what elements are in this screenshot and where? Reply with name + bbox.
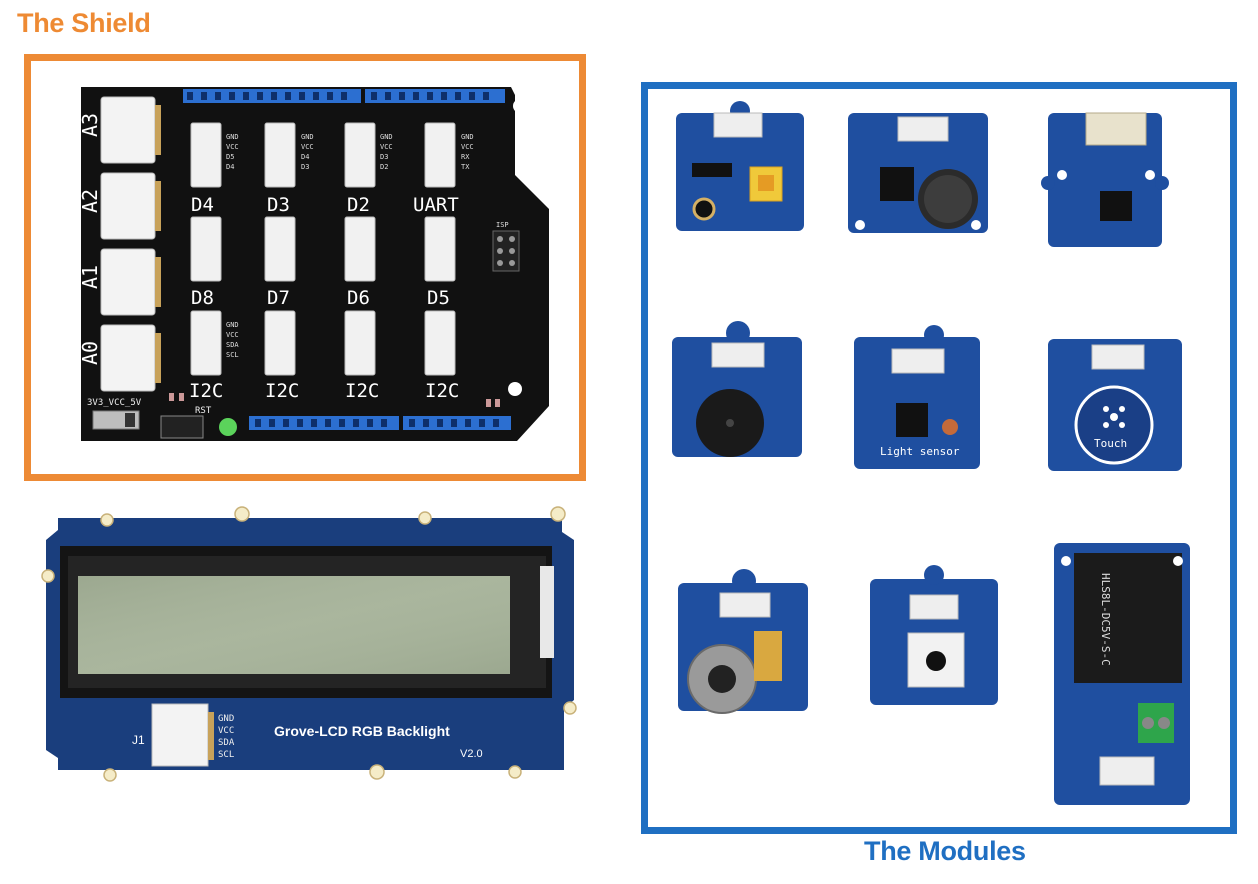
lcd-version: V2.0 (460, 748, 483, 760)
pin-label: D4 (226, 163, 234, 171)
module-buzzer (672, 321, 802, 457)
port-a3: A3 (78, 113, 102, 137)
voltage-label: 3V3_VCC_5V (87, 398, 142, 408)
lcd-connector-label: J1 (132, 733, 145, 747)
modules-photo: Light sensor Touch (672, 101, 1190, 805)
pin-label: GND (226, 321, 239, 329)
pin-label: VCC (226, 331, 239, 339)
shield-title: The Shield (17, 8, 151, 38)
pin-label: D5 (226, 153, 234, 161)
lcd-pin: VCC (218, 726, 234, 736)
module-rotary-angle (678, 569, 808, 714)
pin-label: VCC (461, 143, 474, 151)
modules-title: The Modules (864, 836, 1026, 866)
port-d6: D6 (347, 287, 370, 309)
pin-label: GND (226, 133, 239, 141)
reset-label: RST (195, 406, 212, 416)
modules-frame: Light sensor Touch (641, 82, 1237, 834)
port-d8: D8 (191, 287, 214, 309)
port-uart: UART (413, 194, 459, 216)
lcd-title: Grove-LCD RGB Backlight (274, 723, 450, 739)
lcd-pin: SDA (218, 738, 235, 748)
pin-label: VCC (226, 143, 239, 151)
port-d5: D5 (427, 287, 450, 309)
header-pins (187, 92, 499, 427)
port-i2c: I2C (425, 380, 459, 402)
pin-label: D4 (301, 153, 309, 161)
module-touch: Touch (1048, 339, 1182, 471)
pin-label: D2 (380, 163, 388, 171)
pin-label: RX (461, 153, 470, 161)
port-a0: A0 (78, 341, 102, 365)
shield-frame: A3 A2 A1 A0 GND VCC D5 D4 GND VCC D4 D3 … (24, 54, 586, 481)
pin-label: SDA (226, 341, 239, 349)
module-relay: HLS8L-DC5V-S-C (1054, 543, 1190, 805)
touch-label: Touch (1094, 437, 1127, 450)
light-sensor-label: Light sensor (880, 445, 960, 458)
pin-label: GND (461, 133, 474, 141)
shield-photo: A3 A2 A1 A0 GND VCC D5 D4 GND VCC D4 D3 … (78, 87, 549, 441)
pin-label: D3 (380, 153, 388, 161)
module-light-sensor: Light sensor (854, 325, 980, 469)
port-d7: D7 (267, 287, 290, 309)
lcd-pin: GND (218, 714, 234, 724)
module-button (870, 565, 998, 705)
port-a2: A2 (78, 189, 102, 213)
pin-label: D3 (301, 163, 309, 171)
port-i2c: I2C (189, 380, 223, 402)
pin-label: TX (461, 163, 470, 171)
port-d4: D4 (191, 194, 214, 216)
pin-label: VCC (301, 143, 314, 151)
relay-label: HLS8L-DC5V-S-C (1099, 573, 1112, 666)
port-d2: D2 (347, 194, 370, 216)
pin-label: SCL (226, 351, 239, 359)
pin-label: VCC (380, 143, 393, 151)
pin-label: GND (380, 133, 393, 141)
lcd-photo: J1 GND VCC SDA SCL Grove-LCD RGB Backlig… (41, 506, 577, 782)
lcd-pin: SCL (218, 750, 234, 760)
pin-label: GND (301, 133, 314, 141)
port-i2c: I2C (265, 380, 299, 402)
analog-connectors (100, 96, 156, 392)
power-led (219, 418, 237, 436)
port-a1: A1 (78, 265, 102, 289)
port-d3: D3 (267, 194, 290, 216)
isp-label: ISP (496, 221, 509, 229)
module-switch (676, 101, 804, 231)
port-i2c: I2C (345, 380, 379, 402)
digital-connectors (190, 122, 456, 376)
module-sensor-chip (1041, 112, 1169, 247)
module-microphone (848, 113, 988, 233)
